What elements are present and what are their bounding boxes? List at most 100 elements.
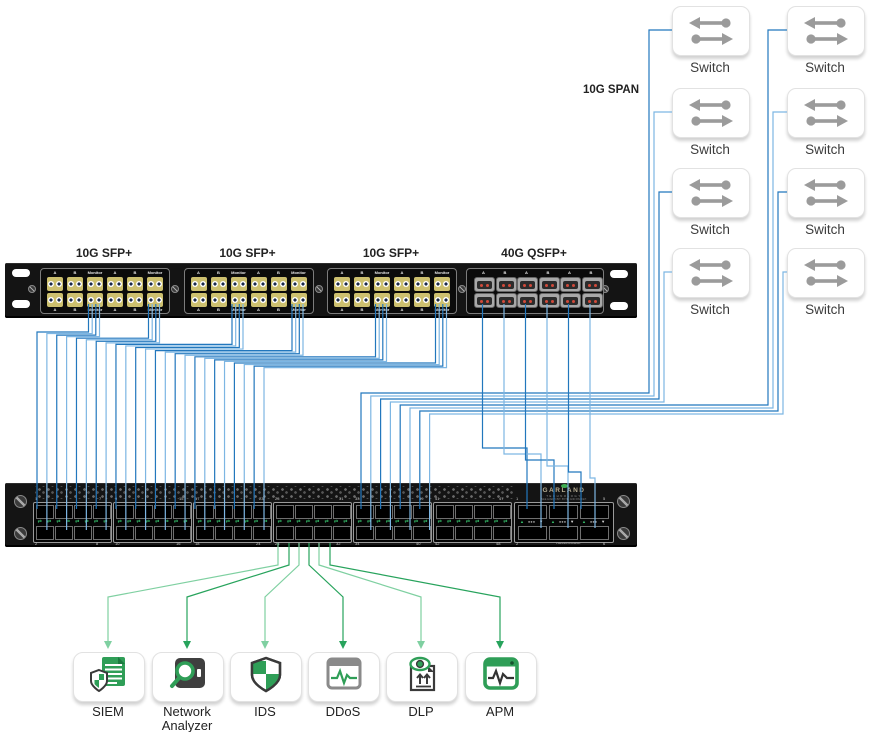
- fiber-port: [127, 277, 143, 291]
- lc-connector: [88, 297, 94, 303]
- module-label: 10G SFP+: [75, 246, 133, 260]
- led-dot: [501, 283, 505, 287]
- port-led-arrows: ⇄: [37, 518, 42, 525]
- lc-connector: [156, 281, 162, 287]
- sfp-cage: [314, 526, 332, 540]
- led-dot: [507, 299, 511, 303]
- port-led-arrows: ⇄: [93, 518, 99, 525]
- screw-icon: [315, 285, 323, 293]
- lc-connector: [355, 281, 361, 287]
- port-column-label: A: [197, 307, 200, 312]
- port-column-label: A: [400, 270, 404, 275]
- switch-arrows-icon: [804, 17, 848, 45]
- led-dots: ●●●: [527, 519, 536, 524]
- port-number: 32: [336, 541, 341, 546]
- sfp-cage: [196, 526, 214, 540]
- sfp-cage: [276, 505, 294, 519]
- port-led-arrows: ⇄: [475, 518, 480, 525]
- port-column-label: A: [197, 270, 200, 275]
- port-led-arrows: ⇄: [46, 518, 52, 525]
- fiber-port: [290, 293, 307, 307]
- qsfp-led-strip: ▲●●●▼: [549, 519, 576, 525]
- arrow-down-icon: [261, 641, 269, 649]
- led-dot: [480, 299, 483, 303]
- led-dot: [587, 283, 591, 287]
- qsfp-monitor-wire: [567, 304, 582, 509]
- sfp-cage: [276, 526, 294, 540]
- port-column-label: A: [400, 307, 404, 312]
- tool-wire: [186, 543, 290, 641]
- qsfp-cage: [518, 505, 547, 519]
- qsfp-port-group: ▲●●●▼▲●●●▼▲●●●▼: [514, 502, 614, 543]
- siem-icon: [87, 655, 131, 700]
- tool-node-ddos: [308, 652, 380, 702]
- led-dot: [529, 299, 532, 303]
- led-dot: [550, 283, 554, 287]
- port-column-label: A: [257, 270, 260, 275]
- led-dot: [566, 299, 569, 303]
- led-down-arrow: ▼: [601, 519, 606, 524]
- led-strip: ⇄⇄⇄⇄⇄⇄⇄⇄: [355, 519, 430, 525]
- sfp-cage: [474, 526, 492, 540]
- port-number: 9: [115, 495, 118, 501]
- lc-connector: [259, 281, 266, 287]
- switch-label: Switch: [690, 60, 730, 75]
- port-column-label: B: [277, 270, 280, 275]
- port-number: 6: [603, 541, 606, 546]
- lc-connector: [395, 281, 401, 287]
- dlp-icon: [400, 655, 444, 700]
- port-led-arrows: ⇄: [56, 518, 61, 525]
- qsfp-cage: [549, 505, 578, 519]
- tool-wire: [308, 543, 344, 641]
- port-column-label: Monitor: [231, 307, 246, 312]
- tap-monitor-wire: [75, 304, 150, 509]
- port-led-arrows: ⇄: [493, 518, 499, 525]
- sfp-cage: [413, 505, 431, 519]
- sfp-port-group: ⇄⇄⇄⇄⇄⇄⇄⇄: [273, 502, 352, 543]
- lc-connector: [219, 297, 226, 303]
- span-group-label: 10G SPAN: [583, 84, 640, 96]
- sfp-port-group: ⇄⇄⇄⇄⇄⇄⇄⇄: [113, 502, 192, 543]
- qsfp-port-inner: [498, 297, 514, 305]
- fiber-port: [107, 293, 123, 307]
- lc-connector: [299, 281, 306, 287]
- sfp-cage: [116, 526, 134, 540]
- led-strip: ⇄⇄⇄⇄⇄⇄⇄⇄: [275, 519, 350, 525]
- lc-connector: [423, 297, 429, 303]
- fiber-port: [374, 277, 390, 291]
- tap-monitor-wire: [253, 304, 444, 509]
- switch-arrows-icon: [804, 259, 848, 287]
- tool-label: SIEM: [92, 704, 124, 719]
- port-led-arrows: ⇄: [263, 518, 268, 525]
- screw-icon: [14, 495, 27, 508]
- port-column-label: B: [277, 307, 280, 312]
- port-number: 1: [516, 495, 519, 501]
- lc-connector: [96, 281, 102, 287]
- port-led-arrows: ⇄: [84, 518, 89, 525]
- port-column-label: B: [589, 270, 593, 275]
- port-led-arrows: ⇄: [437, 518, 442, 525]
- arrow-down-icon: [496, 641, 504, 649]
- fiber-port: [394, 293, 410, 307]
- lc-connector: [343, 281, 349, 287]
- port-led-arrows: ⇄: [357, 518, 362, 525]
- fiber-port: [334, 277, 350, 291]
- lc-connector: [116, 297, 122, 303]
- port-column-label: Monitor: [374, 307, 390, 312]
- ids-icon: [244, 655, 288, 700]
- network-analyzer-icon: [166, 655, 210, 700]
- port-number: 42: [435, 541, 440, 546]
- led-dot: [544, 299, 548, 303]
- tap-monitor-wire: [233, 304, 437, 509]
- tool-node-dlp: [386, 652, 458, 702]
- port-column-label: Monitor: [291, 270, 306, 275]
- switch-label: Switch: [805, 222, 845, 237]
- led-strip: ⇄⇄⇄⇄⇄⇄⇄⇄: [435, 519, 510, 525]
- port-number: 24: [256, 541, 261, 546]
- qsfp-led-strip: ▲●●●▼: [518, 519, 545, 525]
- mounting-hole: [610, 302, 628, 310]
- switch-arrows-icon: [689, 259, 733, 287]
- sfp-cage: [74, 526, 92, 540]
